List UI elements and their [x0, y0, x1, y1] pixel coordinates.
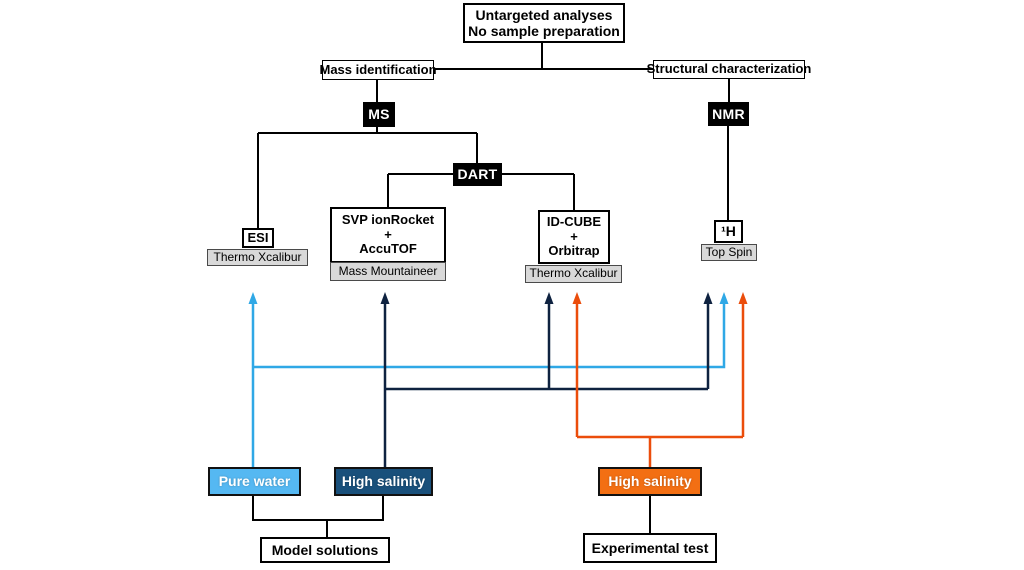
proton-software-box: Top Spin	[701, 244, 757, 261]
svp-line-3: AccuTOF	[359, 241, 417, 257]
untargeted-line-2: No sample preparation	[468, 23, 620, 39]
structural-characterization-box: Structural characterization	[647, 60, 811, 79]
high-salinity-exp-lines	[575, 302, 745, 467]
black-tree-lines	[252, 42, 730, 537]
high-salinity-exp-arrowheads	[572, 292, 748, 304]
dart-tag: DART	[453, 163, 502, 186]
ms-tag: MS	[363, 102, 395, 127]
esi-box: ESI	[242, 228, 274, 248]
svp-software-box: Mass Mountaineer	[330, 262, 446, 281]
svp-line-1: SVP ionRocket	[341, 211, 435, 227]
proton-nmr-box: ¹H	[714, 220, 743, 243]
pure-water-box: Pure water	[208, 467, 301, 496]
idcube-orbitrap-box: ID-CUBE + Orbitrap	[538, 210, 610, 264]
model-solutions-box: Model solutions	[260, 537, 390, 563]
svp-accutof-box: SVP ionRocket + AccuTOF	[330, 207, 446, 263]
esi-software-box: Thermo Xcalibur	[207, 249, 308, 266]
pure-water-lines	[251, 302, 726, 467]
high-salinity-model-arrowheads	[380, 292, 713, 304]
high-salinity-model-lines	[383, 302, 710, 467]
mass-identification-box: Mass identification	[319, 60, 437, 80]
nmr-tag: NMR	[708, 102, 749, 126]
high-salinity-exp-box: High salinity	[598, 467, 702, 496]
untargeted-line-1: Untargeted analyses	[475, 6, 613, 23]
idcube-line-2: +	[570, 228, 578, 244]
idcube-line-1: ID-CUBE	[546, 213, 602, 229]
svp-line-2: +	[384, 226, 392, 242]
high-salinity-model-box: High salinity	[334, 467, 433, 496]
pure-water-arrowheads	[248, 292, 729, 304]
untargeted-analyses-box: Untargeted analyses No sample preparatio…	[463, 3, 625, 43]
idcube-software-box: Thermo Xcalibur	[525, 265, 622, 283]
idcube-line-3: Orbitrap	[548, 243, 600, 259]
experimental-test-box: Experimental test	[583, 533, 717, 563]
